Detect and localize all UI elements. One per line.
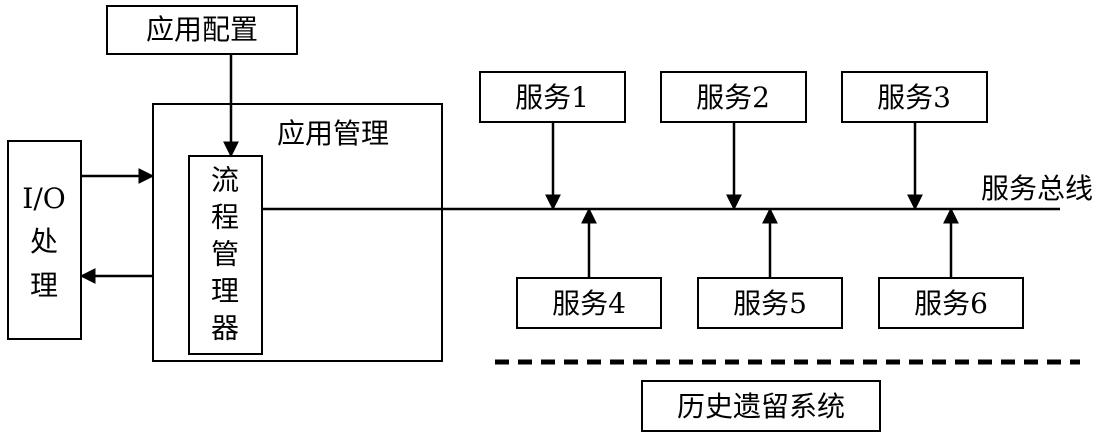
- app-config-box: [106, 5, 298, 55]
- io-processing-label: I/O 处 理: [11, 177, 77, 307]
- service-1-label: 服务1: [515, 81, 589, 114]
- service-6-box: [878, 277, 1024, 329]
- process-manager-char: 管: [210, 237, 239, 271]
- io-processing-line: 理: [29, 268, 58, 302]
- io-processing-line: I/O: [22, 181, 66, 215]
- app-management-label: 应用管理: [276, 117, 390, 150]
- process-manager-char: 器: [210, 311, 239, 345]
- service-bus-label: 服务总线: [980, 172, 1094, 205]
- service-4-box: [516, 277, 662, 329]
- service-5-box: [697, 277, 843, 329]
- io-processing-box: [7, 140, 82, 340]
- service-4-label: 服务4: [552, 287, 626, 320]
- legacy-system-label: 历史遗留系统: [676, 390, 846, 423]
- legacy-system-box: [641, 380, 881, 432]
- process-manager-label: 流 程 管 理 器: [205, 163, 245, 348]
- service-3-label: 服务3: [877, 81, 951, 114]
- service-2-box: [660, 71, 807, 123]
- process-manager-char: 流: [210, 163, 239, 197]
- service-6-label: 服务6: [914, 287, 988, 320]
- io-processing-line: 处: [29, 225, 58, 259]
- process-manager-char: 程: [210, 200, 239, 234]
- app-config-label: 应用配置: [145, 13, 259, 46]
- service-5-label: 服务5: [733, 287, 807, 320]
- service-2-label: 服务2: [696, 81, 770, 114]
- process-manager-char: 理: [210, 274, 239, 308]
